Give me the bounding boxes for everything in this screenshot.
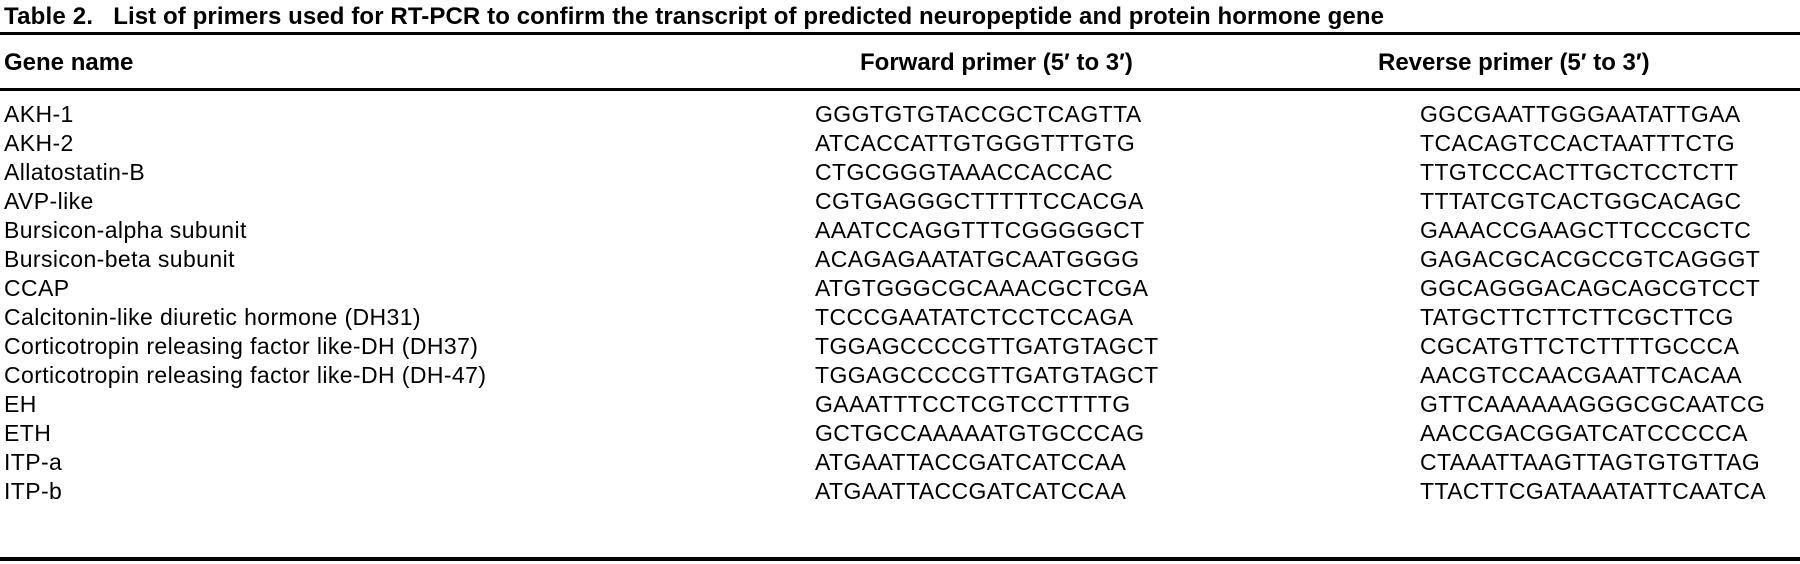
reverse-primer-cell: TATGCTTCTTCTTCGCTTCG bbox=[1420, 304, 1734, 330]
table-row: ETH GCTGCCAAAAATGTGCCCAG AACCGACGGATCATC… bbox=[0, 419, 1800, 448]
gene-name-cell: Corticotropin releasing factor like-DH (… bbox=[4, 333, 479, 359]
forward-primer-cell: TCCCGAATATCTCCTCCAGA bbox=[815, 304, 1134, 330]
reverse-primer-cell: GGCGAATTGGGAATATTGAA bbox=[1420, 101, 1741, 127]
table-bottom-rule bbox=[0, 557, 1800, 561]
reverse-primer-cell: CTAAATTAAGTTAGTGTGTTAG bbox=[1420, 449, 1761, 475]
table-row: Calcitonin-like diuretic hormone (DH31) … bbox=[0, 303, 1800, 332]
gene-name-cell: Bursicon-beta subunit bbox=[4, 246, 235, 272]
column-header-gene-name: Gene name bbox=[4, 49, 134, 76]
forward-primer-cell: GAAATTTCCTCGTCCTTTTG bbox=[815, 391, 1131, 417]
gene-name-cell: Allatostatin-B bbox=[4, 159, 146, 185]
table-row: AVP-like CGTGAGGGCTTTTTCCACGA TTTATCGTCA… bbox=[0, 187, 1800, 216]
table-row: EH GAAATTTCCTCGTCCTTTTG GTTCAAAAAAGGGCGC… bbox=[0, 390, 1800, 419]
reverse-primer-cell: GTTCAAAAAAGGGCGCAATCG bbox=[1420, 391, 1766, 417]
forward-primer-cell: GCTGCCAAAAATGTGCCCAG bbox=[815, 420, 1145, 446]
forward-primer-cell: GGGTGTGTACCGCTCAGTTA bbox=[815, 101, 1142, 127]
column-header-forward-primer: Forward primer (5′ to 3′) bbox=[860, 49, 1133, 76]
reverse-primer-cell: TTTATCGTCACTGGCACAGC bbox=[1420, 188, 1742, 214]
gene-name-cell: AVP-like bbox=[4, 188, 94, 214]
table-row: CCAP ATGTGGGCGCAAACGCTCGA GGCAGGGACAGCAG… bbox=[0, 274, 1800, 303]
table-row: ITP-b ATGAATTACCGATCATCCAA TTACTTCGATAAA… bbox=[0, 477, 1800, 506]
forward-primer-cell: TGGAGCCCCGTTGATGTAGCT bbox=[815, 362, 1159, 388]
table-number-label: Table 2. bbox=[4, 3, 94, 30]
gene-name-cell: AKH-1 bbox=[4, 101, 74, 127]
gene-name-cell: ITP-a bbox=[4, 449, 63, 475]
forward-primer-cell: ACAGAGAATATGCAATGGGG bbox=[815, 246, 1140, 272]
forward-primer-cell: CTGCGGGTAAACCACCAC bbox=[815, 159, 1114, 185]
gene-name-cell: Bursicon-alpha subunit bbox=[4, 217, 247, 243]
gene-name-cell: AKH-2 bbox=[4, 130, 74, 156]
table-row: AKH-1 GGGTGTGTACCGCTCAGTTA GGCGAATTGGGAA… bbox=[0, 100, 1800, 129]
reverse-primer-cell: TTGTCCCACTTGCTCCTCTT bbox=[1420, 159, 1739, 185]
forward-primer-cell: ATGAATTACCGATCATCCAA bbox=[815, 478, 1127, 504]
reverse-primer-cell: TTACTTCGATAAATATTCAATCA bbox=[1420, 478, 1767, 504]
table-row: AKH-2 ATCACCATTGTGGGTTTGTG TCACAGTCCACTA… bbox=[0, 129, 1800, 158]
forward-primer-cell: TGGAGCCCCGTTGATGTAGCT bbox=[815, 333, 1159, 359]
table-row: Bursicon-beta subunit ACAGAGAATATGCAATGG… bbox=[0, 245, 1800, 274]
reverse-primer-cell: AACCGACGGATCATCCCCCA bbox=[1420, 420, 1748, 446]
forward-primer-cell: AAATCCAGGTTTCGGGGGCT bbox=[815, 217, 1145, 243]
gene-name-cell: CCAP bbox=[4, 275, 70, 301]
table-row: Bursicon-alpha subunit AAATCCAGGTTTCGGGG… bbox=[0, 216, 1800, 245]
table-row: Allatostatin-B CTGCGGGTAAACCACCAC TTGTCC… bbox=[0, 158, 1800, 187]
forward-primer-cell: ATCACCATTGTGGGTTTGTG bbox=[815, 130, 1136, 156]
gene-name-cell: Corticotropin releasing factor like-DH (… bbox=[4, 362, 487, 388]
gene-name-cell: ITP-b bbox=[4, 478, 63, 504]
gene-name-cell: EH bbox=[4, 391, 37, 417]
gene-name-cell: ETH bbox=[4, 420, 52, 446]
column-header-reverse-primer: Reverse primer (5′ to 3′) bbox=[1378, 49, 1650, 76]
reverse-primer-cell: GAAACCGAAGCTTCCCGCTC bbox=[1420, 217, 1752, 243]
reverse-primer-cell: CGCATGTTCTCTTTTGCCCA bbox=[1420, 333, 1740, 359]
reverse-primer-cell: GGCAGGGACAGCAGCGTCCT bbox=[1420, 275, 1761, 301]
table-caption: Table 2. List of primers used for RT-PCR… bbox=[0, 0, 1800, 35]
gene-name-cell: Calcitonin-like diuretic hormone (DH31) bbox=[4, 304, 421, 330]
table-row: Corticotropin releasing factor like-DH (… bbox=[0, 332, 1800, 361]
forward-primer-cell: CGTGAGGGCTTTTTCCACGA bbox=[815, 188, 1144, 214]
table-body: AKH-1 GGGTGTGTACCGCTCAGTTA GGCGAATTGGGAA… bbox=[0, 91, 1800, 506]
table-header-row: Gene name Forward primer (5′ to 3′) Reve… bbox=[0, 35, 1800, 91]
reverse-primer-cell: TCACAGTCCACTAATTTCTG bbox=[1420, 130, 1736, 156]
forward-primer-cell: ATGTGGGCGCAAACGCTCGA bbox=[815, 275, 1149, 301]
table-row: Corticotropin releasing factor like-DH (… bbox=[0, 361, 1800, 390]
forward-primer-cell: ATGAATTACCGATCATCCAA bbox=[815, 449, 1127, 475]
reverse-primer-cell: GAGACGCACGCCGTCAGGGT bbox=[1420, 246, 1761, 272]
table-row: ITP-a ATGAATTACCGATCATCCAA CTAAATTAAGTTA… bbox=[0, 448, 1800, 477]
reverse-primer-cell: AACGTCCAACGAATTCACAA bbox=[1420, 362, 1742, 388]
table-title: List of primers used for RT-PCR to confi… bbox=[113, 3, 1385, 30]
